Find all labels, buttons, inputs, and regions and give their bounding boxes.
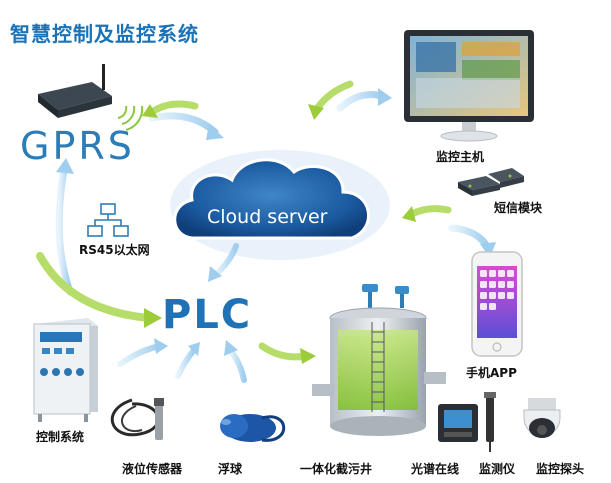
control-cabinet-device [33,318,98,422]
arrow-sms-to-phone [448,224,496,258]
diagram-title: 智慧控制及监控系统 [10,22,199,46]
integrated-well-label: 一体化截污井 [300,462,373,476]
gprs-router-device [38,64,144,131]
phone-device [471,251,523,357]
arrow-cloud-to-plc [208,243,239,282]
arrow-sms-to-cloud [402,205,452,222]
network-icon [87,203,129,237]
arrow-gprs-to-cloud [148,112,224,140]
monitoring-instrument-device [484,392,496,452]
arrow-cloud-to-gprs [142,100,199,118]
plc-label: PLC [162,292,253,338]
rs45-label: RS45以太网 [79,243,150,257]
cloud-server-shape [170,150,390,260]
phone-app-label: 手机APP [466,366,517,380]
monitor-host-device [404,30,534,142]
arrow-gprs-to-plc [36,252,162,328]
monitoring-probe-device [523,398,561,438]
spectrum-monitor-label: 光谱在线 [411,462,460,476]
level-sensor-device [110,398,164,440]
float-ball-label: 浮球 [218,462,243,476]
cloud-server-label: Cloud server [207,206,328,228]
level-sensor-label: 液位传感器 [122,462,183,476]
sms-module-label: 短信模块 [494,201,543,215]
gprs-label: GPRS [20,124,135,168]
control-system-label: 控制系统 [36,430,85,444]
arrow-host-to-cloud [308,80,354,120]
float-ball-device [220,414,286,442]
monitor-instrument-label: 监测仪 [479,462,516,476]
spectrum-analyzer-device [438,404,478,442]
arrow-cloud-to-host [336,88,392,112]
monitor-probe-label: 监控探头 [536,462,585,476]
sms-module-device [458,168,524,196]
integrated-well-device [312,284,446,436]
arrow-plc-to-gprs [55,158,74,296]
arrows-sensors-to-plc [117,338,247,383]
arrow-plc-to-well [258,342,316,364]
monitor-host-label: 监控主机 [436,150,485,164]
